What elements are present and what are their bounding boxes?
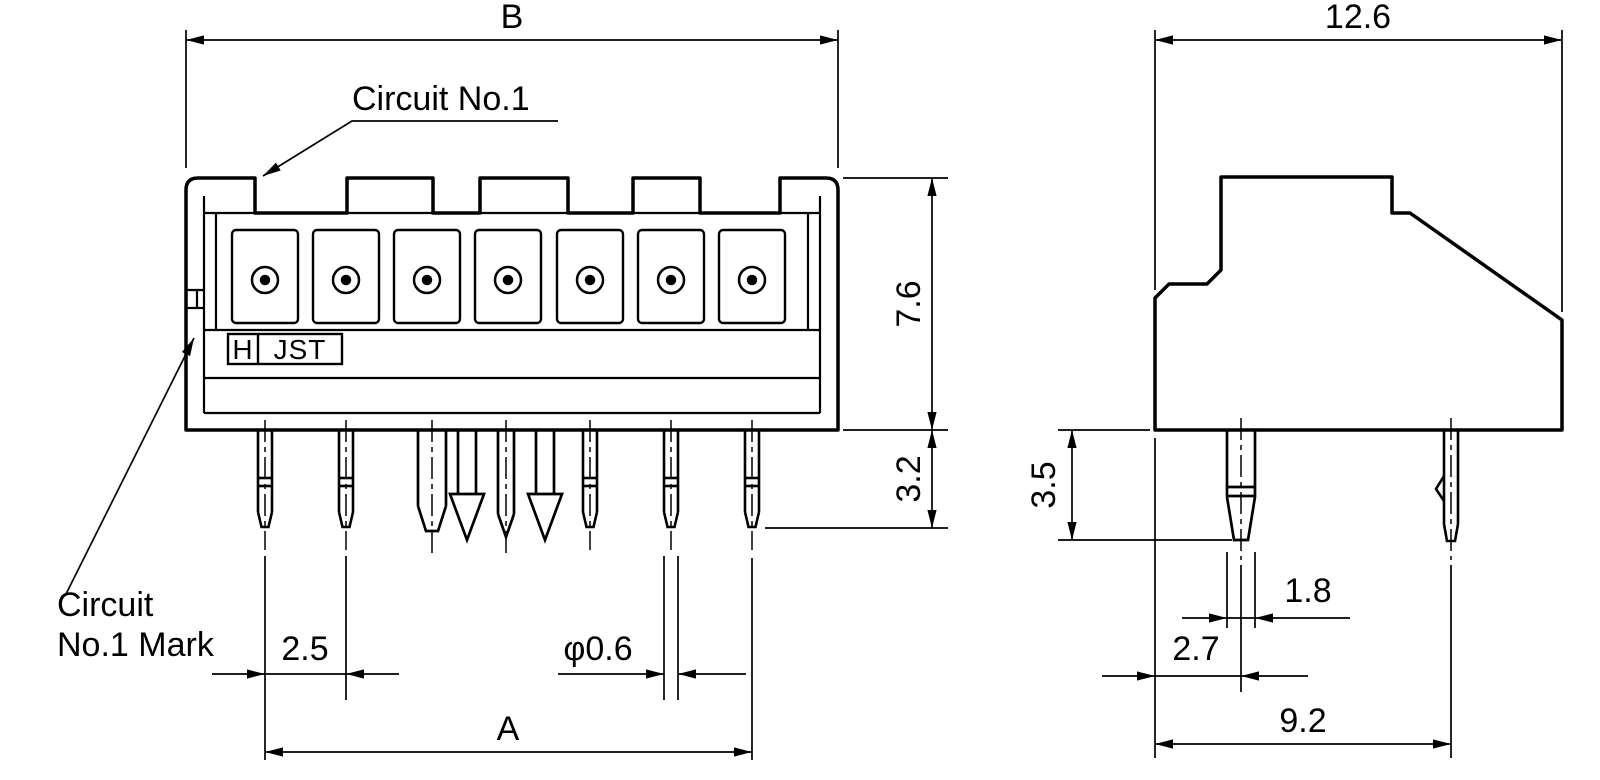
- front-centerlines: [264, 420, 753, 555]
- side-housing-outline: [1153, 175, 1564, 432]
- dim-b: B: [185, 0, 839, 168]
- circuit-no1-label: Circuit No.1: [352, 80, 530, 118]
- leader-circuit-no1-mark: Circuit No.1 Mark: [57, 337, 215, 664]
- dim-pin-dia-label: φ0.6: [563, 630, 632, 668]
- front-pin: [337, 430, 355, 529]
- contact-pins-front: [250, 265, 767, 295]
- dim-pin-dia-0-6: φ0.6: [558, 556, 746, 700]
- front-pin: [581, 430, 599, 529]
- dim-side-pin-length-label: 3.5: [1025, 461, 1063, 508]
- front-pins: [256, 430, 761, 529]
- contact-cavities: [230, 228, 787, 325]
- side-snap-pin: [1434, 430, 1460, 543]
- marking-box: H JST: [226, 332, 344, 366]
- dim-height-7-6: 7.6: [843, 177, 948, 431]
- dim-edge-to-post-label: 2.7: [1172, 630, 1219, 668]
- dim-pitch-label: 2.5: [281, 630, 328, 668]
- circuit-no1-mark-notch: [186, 288, 204, 310]
- boss-center-post: [496, 430, 516, 542]
- side-dimensions: 12.6 3.5 1.8 2.7 9.2: [1025, 0, 1563, 758]
- snap-leg-left: [448, 430, 486, 544]
- dim-edge-to-post-2-7: 2.7: [1102, 438, 1308, 758]
- dim-pin-length-label: 3.2: [890, 455, 928, 502]
- front-housing-inner-lines: [202, 196, 822, 415]
- dim-height-label: 7.6: [890, 280, 928, 327]
- dim-edge-to-pin-9-2: 9.2: [1155, 565, 1452, 758]
- side-view: [1153, 175, 1564, 560]
- snap-leg-right: [526, 430, 564, 544]
- dim-a-label: A: [497, 710, 520, 748]
- dim-post-width-1-8: 1.8: [1182, 552, 1350, 628]
- marking-h-text: H: [232, 334, 253, 365]
- marking-jst-text: JST: [274, 334, 327, 365]
- leader-circuit-no1: Circuit No.1: [262, 80, 558, 177]
- front-pin: [256, 430, 274, 529]
- dim-pin-length-3-2: 3.2: [765, 430, 948, 529]
- dim-b-label: B: [501, 0, 524, 36]
- front-dimensions: B Circuit No.1 7.6 3.2 2.5: [57, 0, 948, 760]
- circuit-mark-label-line1: Circuit: [57, 586, 154, 624]
- side-centerlines: [1240, 418, 1452, 560]
- dim-a: A: [265, 558, 753, 760]
- dim-post-width-label: 1.8: [1284, 572, 1331, 610]
- circuit-mark-label-line2: No.1 Mark: [57, 626, 215, 664]
- dim-edge-to-pin-label: 9.2: [1279, 702, 1326, 740]
- dim-side-pin-length-3-5: 3.5: [1025, 429, 1232, 541]
- dim-depth-12-6: 12.6: [1154, 0, 1563, 312]
- dim-pitch-2-5: 2.5: [212, 556, 399, 760]
- dim-depth-label: 12.6: [1325, 0, 1391, 36]
- front-housing-outline: [184, 176, 840, 432]
- mounting-boss: [416, 430, 564, 544]
- front-view: H JST: [184, 176, 840, 555]
